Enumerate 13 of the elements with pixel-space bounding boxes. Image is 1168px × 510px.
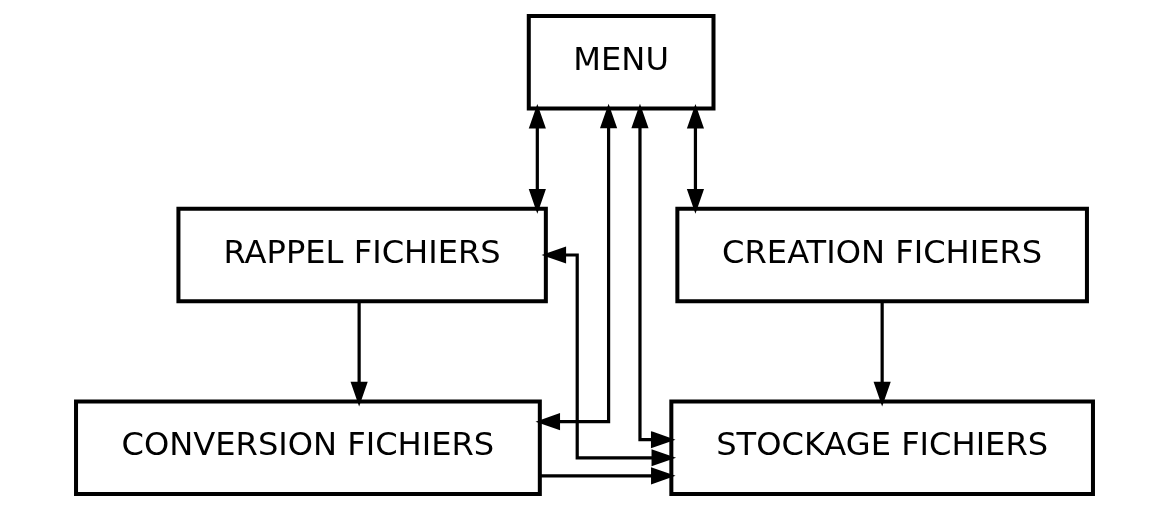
- arrow: [528, 104, 546, 214]
- arrow: [535, 103, 617, 431]
- arrow: [350, 301, 368, 407]
- arrow: [539, 467, 676, 485]
- arrow: [873, 301, 891, 407]
- arrow: [630, 103, 675, 449]
- arrow: [686, 104, 704, 214]
- node-box: MENU: [526, 14, 715, 111]
- node-box: CREATION FICHIERS: [674, 206, 1089, 304]
- arrow: [541, 246, 676, 467]
- node-box: STOCKAGE FICHIERS: [668, 399, 1095, 496]
- node-box: RAPPEL FICHIERS: [175, 206, 548, 304]
- node-box: CONVERSION FICHIERS: [73, 399, 542, 496]
